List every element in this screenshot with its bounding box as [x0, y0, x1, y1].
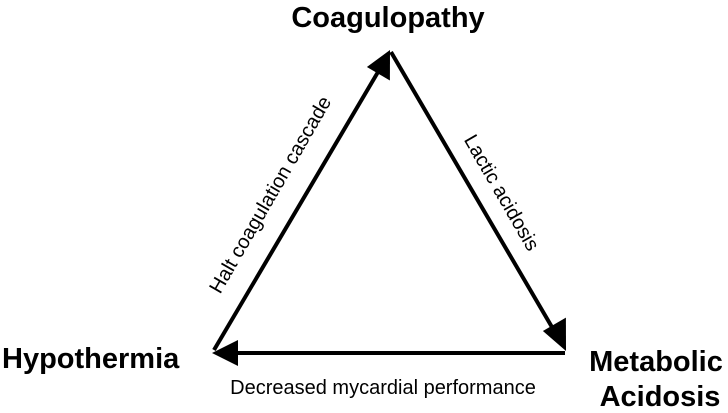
edge-label-decreased-mycardial-performance: Decreased mycardial performance	[230, 377, 536, 399]
arrowhead-at-metabolic-acidosis	[542, 317, 566, 351]
edge-coagulopathy-to-metabolic-acidosis	[389, 50, 558, 336]
arrowhead-at-hypothermia	[212, 340, 238, 366]
node-label-acidosis: Acidosis	[600, 381, 721, 413]
edge-label-halt-coagulation-cascade: Halt coagulation cascade	[205, 93, 336, 298]
node-label-coagulopathy: Coagulopathy	[291, 2, 484, 34]
node-label-hypothermia: Hypothermia	[2, 343, 180, 375]
edge-hypothermia-to-coagulopathy	[212, 70, 380, 352]
node-label-metabolic: Metabolic	[589, 346, 723, 378]
arrowhead-at-coagulopathy	[366, 50, 390, 81]
